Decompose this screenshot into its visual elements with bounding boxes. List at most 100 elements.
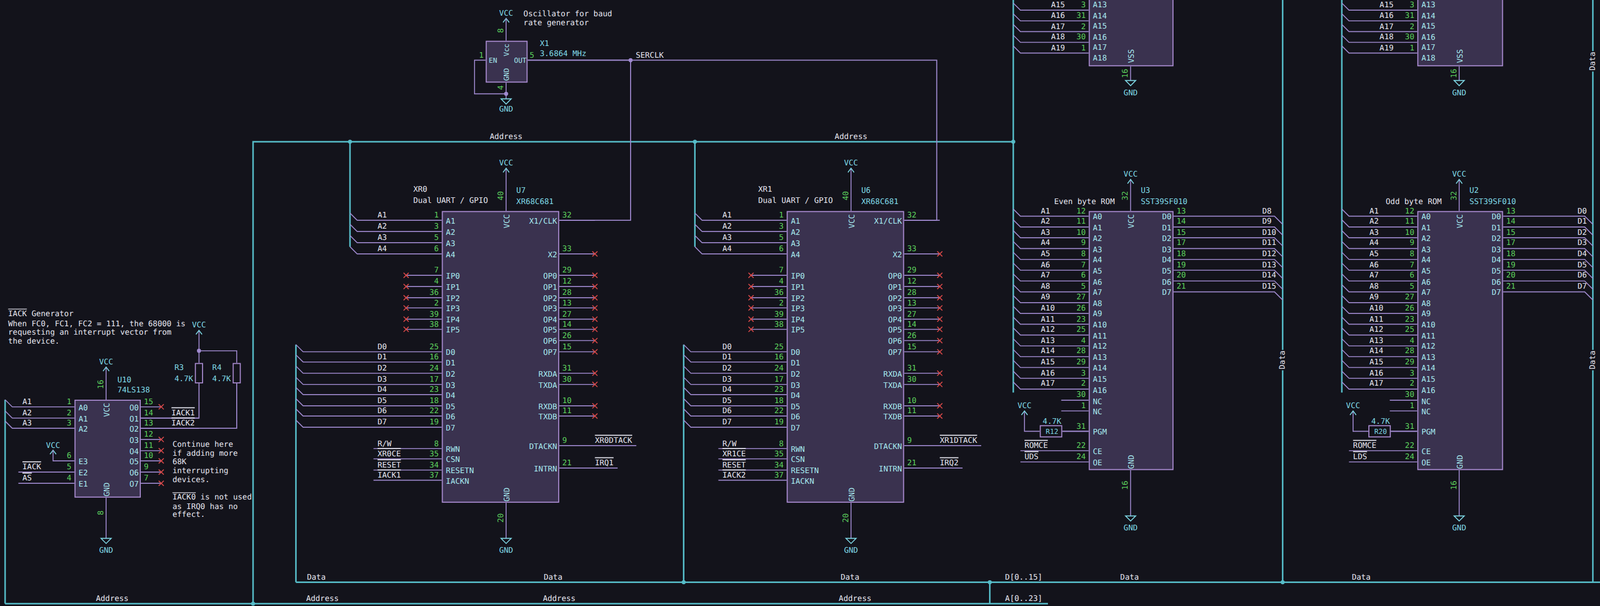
pin-number: 16 xyxy=(97,379,105,390)
pin-number: 6 xyxy=(66,452,72,461)
pin-number: 20 xyxy=(1506,272,1516,280)
net-label: A6 xyxy=(1369,260,1379,269)
pin-number: 39 xyxy=(774,310,784,319)
net-label: A3 xyxy=(22,419,32,427)
pin-number: 30 xyxy=(1404,391,1415,399)
pin-name: A8 xyxy=(1421,300,1432,308)
wire xyxy=(295,398,442,407)
pin-name: VSS xyxy=(1456,49,1465,64)
pin-name: DTACKN xyxy=(874,443,903,452)
pin-name: RXDB xyxy=(538,403,558,412)
pin-name: A15 xyxy=(1092,375,1107,384)
part-reference: SST39SF010 xyxy=(1469,198,1516,206)
wire xyxy=(140,460,162,462)
net-label: A5 xyxy=(1369,250,1379,259)
pin-number: 11 xyxy=(562,407,572,416)
pin-number: 29 xyxy=(907,266,917,275)
no-connect-mark xyxy=(937,327,943,333)
pin-name: A14 xyxy=(1421,364,1436,373)
wire xyxy=(1341,241,1418,250)
pin-number: 36 xyxy=(429,288,439,297)
pin-name: D0 xyxy=(446,348,456,357)
pin-number: 8 xyxy=(1081,250,1086,259)
wire xyxy=(718,448,787,450)
wire xyxy=(559,253,596,255)
wire xyxy=(406,329,443,331)
pin-name: A4 xyxy=(1092,256,1103,265)
resistor-symbol: 4.7KR20 xyxy=(1368,425,1391,438)
pin-name: D3 xyxy=(446,382,456,390)
resistor-value: 4.7K xyxy=(1371,417,1390,426)
wire xyxy=(1458,66,1460,81)
pin-name: A11 xyxy=(1421,332,1436,341)
net-label: AS xyxy=(22,474,32,483)
rom-chip: Even byte ROMU3SST39SF010A0A1A2A3A4A5A6A… xyxy=(1088,211,1174,471)
pin-number: 12 xyxy=(1076,207,1087,215)
pin-number: 9 xyxy=(907,436,912,445)
pin-number: 22 xyxy=(774,407,784,416)
pin-name: D0 xyxy=(791,348,801,357)
pin-number: 14 xyxy=(1506,217,1516,226)
resistor-reference: R12 xyxy=(1045,429,1059,436)
pin-number: 32 xyxy=(907,210,917,219)
pin-name: A2 xyxy=(1421,235,1432,243)
pin-number: 18 xyxy=(1176,250,1186,259)
net-label: UDS xyxy=(1024,452,1039,461)
pin-number: 7 xyxy=(143,474,149,483)
pin-number: 1 xyxy=(1081,401,1086,410)
net-label: D2 xyxy=(722,364,733,372)
resistor-symbol: R44.7K xyxy=(232,363,242,384)
pin-name: D2 xyxy=(1491,235,1502,243)
wire xyxy=(505,82,507,99)
net-label: A2 xyxy=(1369,217,1379,226)
pin-number: 29 xyxy=(562,266,572,275)
wire xyxy=(199,351,237,364)
pin-number: 11 xyxy=(1404,217,1415,226)
pin-name: D3 xyxy=(1161,245,1172,254)
net-label: D0 xyxy=(1577,207,1588,215)
part-description: Even byte ROM xyxy=(1054,198,1115,206)
power-label: GND xyxy=(499,105,514,114)
net-label: A1 xyxy=(1040,207,1051,215)
pin-name: O7 xyxy=(129,480,140,489)
part-reference: U3 xyxy=(1141,186,1151,195)
no-connect-mark xyxy=(937,382,943,388)
net-label: D4 xyxy=(1577,250,1588,259)
pin-name: D0 xyxy=(1161,213,1172,222)
pin-name: D5 xyxy=(446,403,456,412)
ground-symbol xyxy=(500,538,512,544)
pin-name: A10 xyxy=(1092,321,1107,330)
pin-name: A1 xyxy=(791,217,801,226)
resistor-value: 4.7K xyxy=(174,375,193,384)
wire xyxy=(140,483,162,485)
pin-number: 15 xyxy=(907,342,917,351)
pin-number: 30 xyxy=(1076,391,1087,399)
overbar xyxy=(172,492,196,494)
part-reference: U10 xyxy=(117,376,132,385)
pin-name: OP6 xyxy=(543,337,558,346)
data-bus xyxy=(1281,0,1284,583)
pin-number: 30 xyxy=(562,375,572,384)
net-label: A19 xyxy=(1379,43,1394,52)
net-label: A10 xyxy=(1040,304,1055,313)
wire xyxy=(198,330,200,363)
net-label: D2 xyxy=(1577,228,1588,237)
pin-name: A0 xyxy=(1421,213,1432,222)
wire xyxy=(751,307,788,309)
pin-name: D0 xyxy=(1491,213,1502,222)
ground-symbol xyxy=(1454,80,1465,86)
pin-number: 6 xyxy=(1081,272,1086,280)
pin-name: RWN xyxy=(446,446,461,454)
net-label: A3 xyxy=(1369,228,1379,237)
pin-name: IP5 xyxy=(446,326,461,335)
rom-chip: Odd byte ROMU2SST39SF010A0A1A2A3A4A5A6A7… xyxy=(1417,211,1503,471)
pin-number: 12 xyxy=(143,430,154,439)
wire xyxy=(105,367,107,400)
decoder-chip: U1074LS138A0A1A2E3E2E1O0O1O2O3O4O5O6O7VC… xyxy=(74,400,141,499)
pin-number: 18 xyxy=(429,396,439,405)
pin-name: D4 xyxy=(1491,256,1502,265)
wire xyxy=(373,448,443,450)
pin-number: 1 xyxy=(479,51,484,59)
pin-name: A10 xyxy=(1421,321,1436,330)
pin-number: 19 xyxy=(774,418,784,427)
